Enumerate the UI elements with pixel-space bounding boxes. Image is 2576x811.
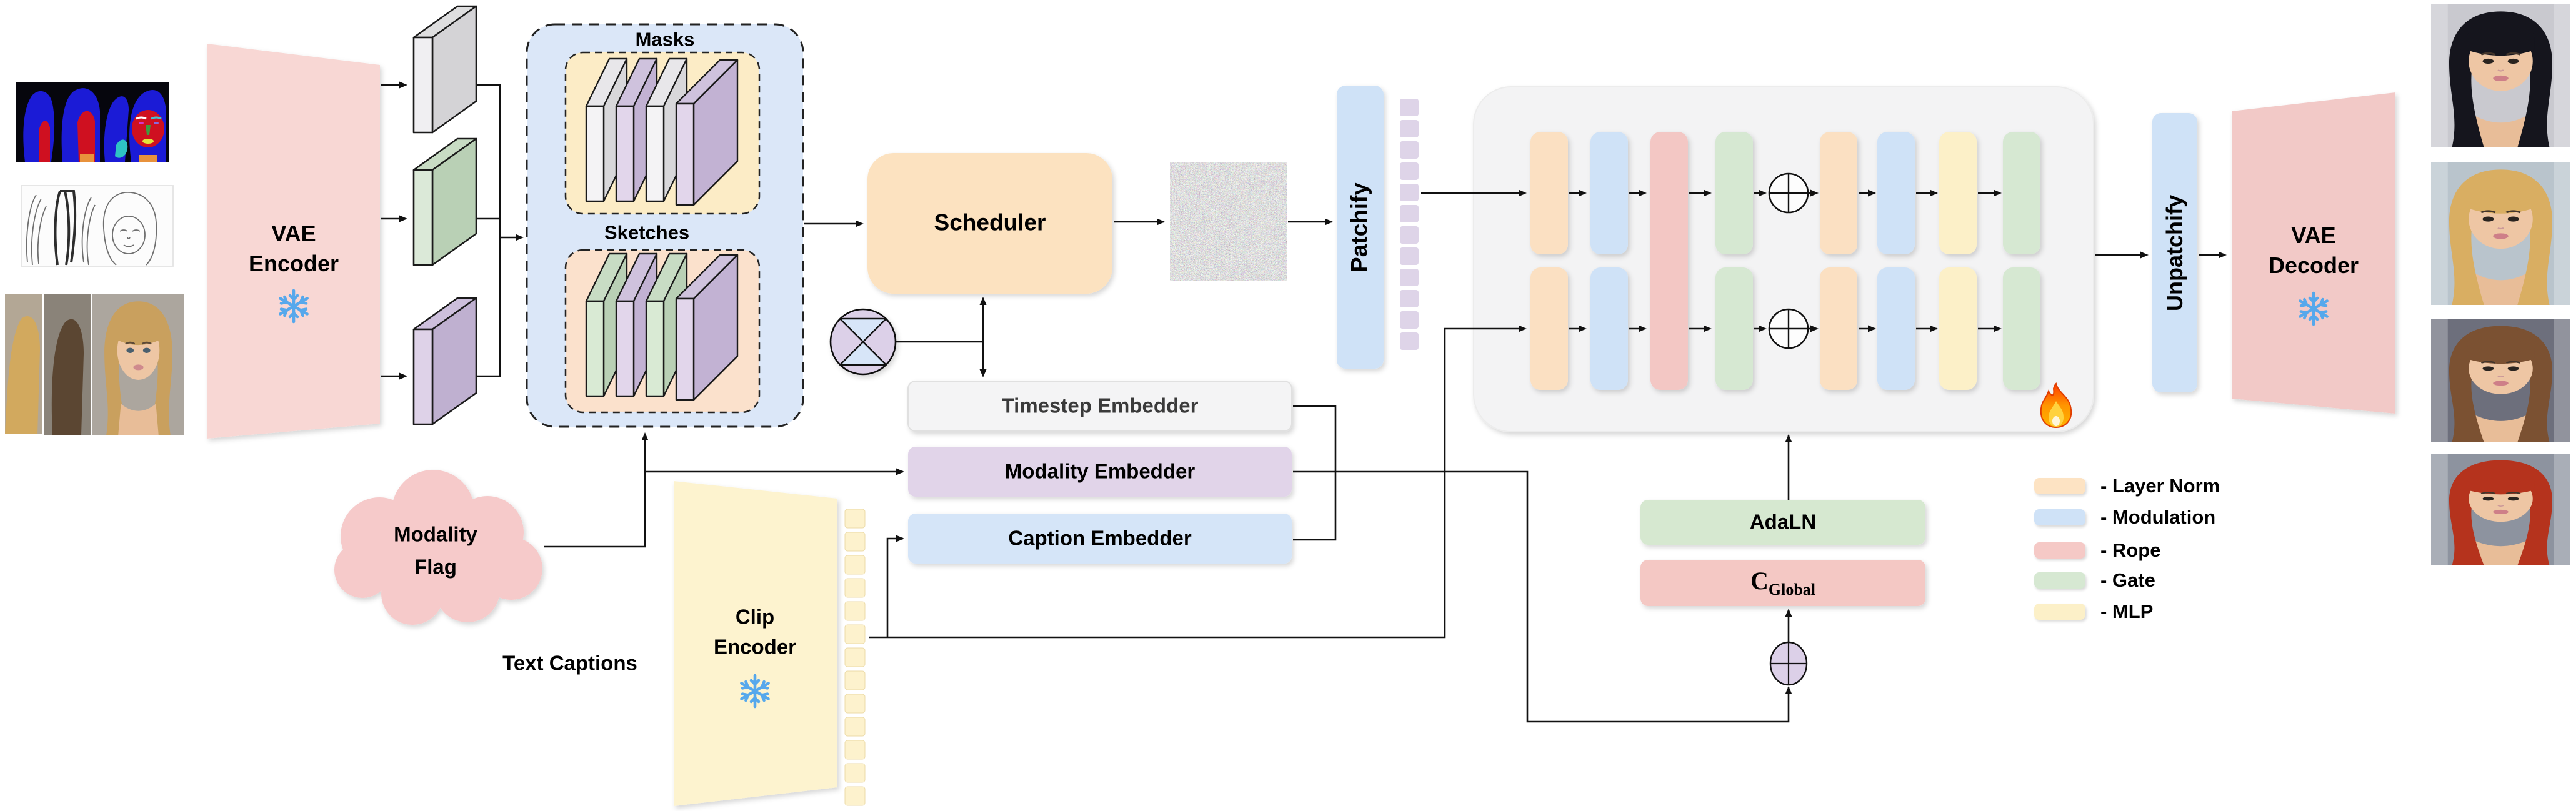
clip-tokens bbox=[844, 509, 866, 806]
patchify-box bbox=[1337, 86, 1384, 369]
legend-swatch-gate bbox=[2034, 572, 2085, 589]
legend-label-gate: - Gate bbox=[2100, 569, 2155, 591]
legend-item-gate: - Gate bbox=[2034, 569, 2155, 592]
sketches-label: Sketches bbox=[604, 221, 690, 244]
latent-slab-images bbox=[412, 297, 477, 425]
transformer-blocks bbox=[1530, 132, 2040, 390]
c-global-subscript: Global bbox=[1768, 580, 1816, 599]
vae-decoder-shape bbox=[2232, 92, 2395, 414]
output-image-2 bbox=[2431, 162, 2570, 305]
clip-encoder-label-1: Clip bbox=[735, 605, 775, 629]
modality-flag-label-2: Flag bbox=[414, 555, 457, 579]
adaln-box bbox=[1640, 500, 1925, 545]
output-image-1 bbox=[2431, 4, 2570, 147]
unpatchify-box bbox=[2152, 113, 2197, 392]
legend-label-mlp: - MLP bbox=[2100, 600, 2154, 622]
gate-block bbox=[2003, 267, 2040, 390]
multiply-operator-icon bbox=[829, 308, 897, 376]
mlp-block bbox=[1939, 132, 1977, 254]
modulation-block bbox=[1590, 267, 1628, 390]
output-image-3 bbox=[2431, 319, 2570, 442]
adaln-label: AdaLN bbox=[1749, 510, 1817, 534]
vae-encoder-label-2: Encoder bbox=[248, 251, 339, 277]
legend-label-rope: - Rope bbox=[2100, 539, 2161, 561]
legend-item-rope: - Rope bbox=[2034, 539, 2160, 562]
output-image-4 bbox=[2431, 454, 2570, 565]
layer-norm-block bbox=[1820, 132, 1857, 254]
legend-swatch-mlp bbox=[2034, 604, 2085, 620]
add-operator-icon bbox=[1768, 308, 1809, 349]
input-photo-image bbox=[5, 294, 91, 435]
clip-encoder-shape bbox=[674, 481, 837, 806]
legend-swatch-modulation bbox=[2034, 509, 2085, 525]
mlp-block bbox=[1939, 267, 1977, 390]
patchify-label: Patchify bbox=[1346, 182, 1372, 272]
input-photo-main bbox=[92, 294, 184, 435]
modulation-block bbox=[1877, 132, 1915, 254]
legend-item-modulation: - Modulation bbox=[2034, 506, 2215, 529]
flame-icon bbox=[2040, 382, 2072, 429]
c-global-box bbox=[1640, 560, 1925, 606]
gate-block bbox=[1715, 267, 1753, 390]
wires bbox=[381, 81, 2227, 723]
scheduler-label: Scheduler bbox=[934, 209, 1046, 236]
legend-swatch-layer-norm bbox=[2034, 478, 2085, 494]
layer-norm-block bbox=[1820, 267, 1857, 390]
sketches-slabs bbox=[585, 252, 739, 401]
modulation-block bbox=[1590, 132, 1628, 254]
text-captions-label: Text Captions bbox=[502, 651, 637, 675]
scheduler-box bbox=[867, 153, 1112, 294]
c-global-label: CGlobal bbox=[1750, 566, 1816, 599]
transformer-box bbox=[1473, 86, 2094, 432]
caption-embedder-box bbox=[908, 514, 1292, 564]
add-operator-icon bbox=[1768, 172, 1809, 214]
input-segmentation-image bbox=[16, 82, 169, 162]
gate-block bbox=[2003, 132, 2040, 254]
masks-label: Masks bbox=[635, 28, 695, 51]
modality-embedder-label: Modality Embedder bbox=[1004, 459, 1196, 483]
modality-flag-label-1: Modality bbox=[394, 522, 477, 546]
legend-item-layer-norm: - Layer Norm bbox=[2034, 475, 2220, 497]
timestep-embedder-box bbox=[907, 381, 1292, 432]
legend-item-mlp: - MLP bbox=[2034, 600, 2153, 623]
vae-decoder-label-2: Decoder bbox=[2268, 252, 2359, 279]
latent-slabs bbox=[412, 5, 477, 425]
gate-block bbox=[1715, 132, 1753, 254]
rope-block bbox=[1650, 132, 1688, 390]
legend-label-layer-norm: - Layer Norm bbox=[2100, 475, 2220, 497]
legend-label-modulation: - Modulation bbox=[2100, 506, 2216, 528]
vae-decoder-label-1: VAE bbox=[2291, 222, 2336, 249]
vae-encoder-shape bbox=[207, 44, 380, 439]
add-operator-icon bbox=[1769, 641, 1808, 686]
unpatchify-label: Unpatchify bbox=[2162, 194, 2188, 312]
clip-encoder-label-2: Encoder bbox=[713, 635, 797, 659]
modality-embedder-box bbox=[908, 447, 1292, 497]
vae-encoder-label-1: VAE bbox=[271, 221, 316, 247]
legend-swatch-rope bbox=[2034, 542, 2085, 559]
c-global-base: C bbox=[1750, 566, 1769, 595]
modality-flag-cloud bbox=[334, 470, 542, 625]
noise-image bbox=[1170, 162, 1287, 281]
caption-embedder-label: Caption Embedder bbox=[1008, 526, 1192, 550]
layer-norm-block bbox=[1530, 132, 1568, 254]
input-sketch-image bbox=[21, 185, 174, 267]
masks-slabs bbox=[585, 57, 739, 206]
latent-slab-masks bbox=[412, 5, 477, 134]
patch-tokens bbox=[1400, 99, 1419, 350]
layer-norm-block bbox=[1530, 267, 1568, 390]
modulation-block bbox=[1877, 267, 1915, 390]
timestep-embedder-label: Timestep Embedder bbox=[1001, 394, 1199, 417]
latent-slab-sketches bbox=[412, 137, 477, 266]
